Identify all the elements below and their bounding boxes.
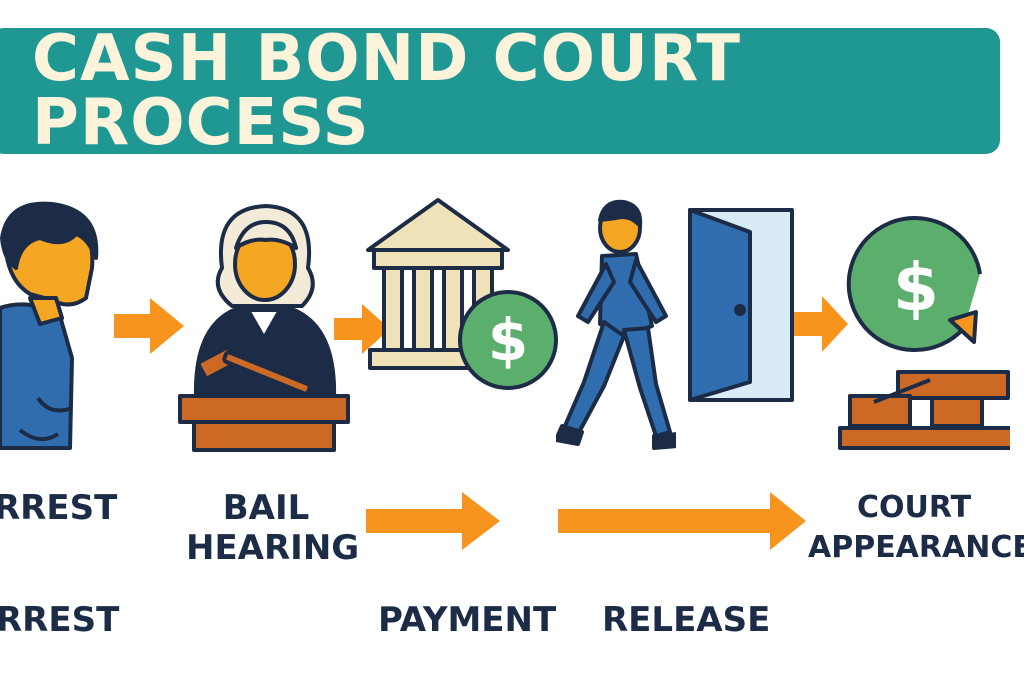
label-release: RELEASE bbox=[602, 600, 771, 640]
label-arrest: RREST bbox=[0, 488, 118, 528]
svg-text:$: $ bbox=[893, 249, 939, 326]
arrow-right-icon bbox=[794, 296, 848, 352]
arrow-right-icon bbox=[114, 298, 184, 354]
svg-text:$: $ bbox=[488, 306, 528, 374]
label-bail-hearing: BAIL HEARING bbox=[186, 488, 360, 568]
arrow-right-icon bbox=[334, 304, 390, 354]
walking-person-icon bbox=[556, 199, 676, 450]
label-payment: PAYMENT bbox=[378, 600, 557, 640]
label-arrest-bottom: RREST bbox=[0, 600, 120, 640]
arrow-right-icon bbox=[366, 492, 500, 550]
label-court-appearance: COURT APPEARANCE bbox=[808, 490, 1024, 565]
arrow-right-icon bbox=[558, 492, 806, 550]
bank-payment-icon: $ bbox=[366, 198, 558, 390]
page-title: CASH BOND COURT PROCESS bbox=[32, 22, 741, 160]
court-payment-icon: $ bbox=[838, 216, 1010, 450]
judge-icon bbox=[178, 204, 350, 452]
arrested-person-icon bbox=[0, 201, 99, 450]
open-door-icon bbox=[688, 208, 794, 402]
title-banner: CASH BOND COURT PROCESS bbox=[0, 22, 1000, 160]
